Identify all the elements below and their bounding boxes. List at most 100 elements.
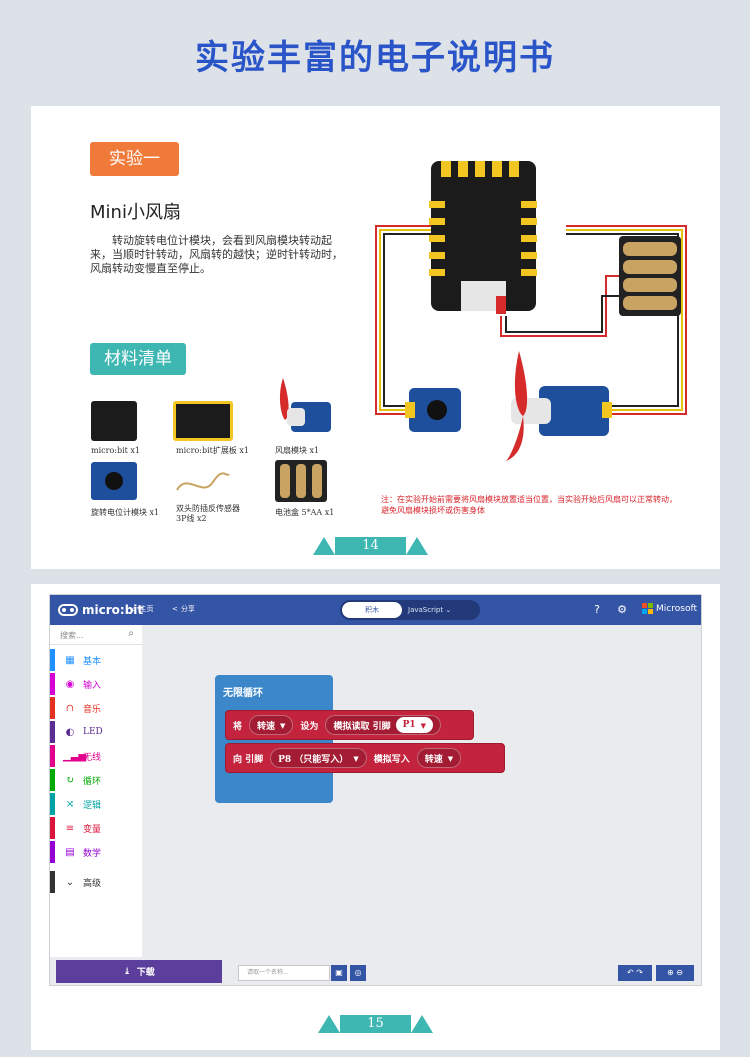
materials-tag: 材料清单 (90, 343, 186, 375)
toggle-icon: ◐ (65, 726, 75, 738)
experiment-tag: 实验一 (90, 142, 179, 176)
editor-toggle: 积木 JavaScript ⌄ (340, 600, 480, 620)
microsoft-logo[interactable]: Microsoft (642, 603, 697, 614)
caret-icon: ▼ (420, 720, 426, 730)
caret-icon: ▼ (280, 720, 286, 730)
write-pin-dropdown[interactable]: P8 （只能写入） ▼ (270, 748, 367, 768)
makecode-editor: micro:bit ⌂主页 <分享 积木 JavaScript ⌄ ? ⚙ Mi… (49, 594, 702, 986)
material-label-line2: 3P线 x2 (176, 514, 207, 523)
chevron-down-icon: ⌄ (445, 606, 452, 614)
grid-icon: ▦ (65, 654, 75, 666)
category-basic[interactable]: ▦ 基本 (50, 649, 142, 671)
material-label: 电池盒 5*AA x1 (275, 508, 335, 517)
page-title: 实验丰富的电子说明书 (195, 38, 555, 78)
microsoft-icon (642, 603, 654, 614)
signal-icon: ▁▃▅ (63, 750, 87, 762)
variable-dropdown[interactable]: 转速▼ (416, 748, 462, 768)
gear-icon[interactable]: ⚙ (617, 603, 627, 616)
category-led[interactable]: ◐ LED (50, 721, 142, 743)
category-logic[interactable]: ⤨逻辑 (50, 793, 142, 815)
microbit-board-icon (91, 401, 137, 441)
share-link[interactable]: <分享 (172, 604, 195, 614)
experiment-card: 实验一 Mini小风扇 转动旋转电位计模块，会看到风扇模块转动起来，当顺时针转动… (31, 106, 720, 569)
analog-write-label: 模拟写入 (373, 754, 410, 765)
blocks-tab[interactable]: 积木 (342, 602, 402, 618)
target-icon: ◉ (65, 678, 75, 690)
project-name-input[interactable]: 请取一个名称... (238, 965, 330, 981)
circuit-diagram (375, 161, 687, 461)
category-label: 数学 (83, 848, 102, 859)
write-pin-value: P8 （只能写入） (278, 754, 349, 765)
caret-icon: ▼ (447, 753, 454, 763)
category-variables[interactable]: ≡ 变量 (50, 817, 142, 839)
category-math[interactable]: ▤ 数学 (50, 841, 142, 863)
material-label: 风扇模块 x1 (275, 446, 320, 455)
pin-dropdown[interactable]: P1▼ (395, 717, 433, 733)
forever-label: 无限循环 (223, 688, 263, 699)
bottom-bar: ⤓ 下载 请取一个名称... ▣ ◎ ↶ ↷ ⊕ ⊖ (50, 957, 701, 985)
category-radio[interactable]: ▁▃▅无线 (50, 745, 142, 767)
caret-icon: ▼ (353, 753, 359, 763)
material-label: 双头防插反传感器 (176, 504, 240, 513)
category-label: LED (83, 727, 103, 737)
home-link[interactable]: ⌂主页 (132, 604, 153, 614)
category-label: 输入 (83, 680, 102, 691)
pin-prefix-label: 向 引脚 (233, 754, 264, 765)
makecode-card: micro:bit ⌂主页 <分享 积木 JavaScript ⌄ ? ⚙ Mi… (31, 584, 720, 1050)
home-icon: ⌂ (132, 605, 137, 613)
share-icon: < (172, 605, 178, 613)
page-number: 14 (362, 538, 379, 553)
logo-text: micro:bit (82, 603, 144, 617)
microbit-logo-icon (58, 604, 78, 616)
chevron-down-icon: ⌄ (65, 876, 75, 888)
category-label: 无线 (83, 752, 102, 763)
experiment-title: Mini小风扇 (90, 202, 181, 223)
page-number-badge: 15 (318, 1012, 433, 1036)
microbit-logo[interactable]: micro:bit (58, 602, 143, 618)
category-loops[interactable]: ↻ 循环 (50, 769, 142, 791)
category-input[interactable]: ◉ 输入 (50, 673, 142, 695)
download-label: 下载 (136, 968, 155, 978)
analog-write-block[interactable]: 向 引脚 P8 （只能写入） ▼ 模拟写入 转速▼ (225, 743, 505, 773)
material-label: micro:bit x1 (91, 446, 140, 455)
lines-icon: ≡ (65, 822, 75, 834)
toolbox: 搜索... ⌕ ▦ 基本 ◉ 输入 ∩ 音乐 ◐ LED ▁▃▅无线 ↻ 循环 ⤨逻辑 ≡… (50, 625, 142, 985)
undo-redo-button[interactable]: ↶ ↷ (618, 965, 652, 981)
github-icon[interactable]: ◎ (350, 965, 366, 981)
category-label: 音乐 (83, 704, 102, 715)
calculator-icon: ▤ (65, 846, 75, 858)
share-label: 分享 (180, 605, 195, 613)
home-label: 主页 (139, 605, 154, 613)
sensor-cable-icon (173, 468, 233, 498)
download-icon: ⤓ (123, 966, 131, 977)
analog-read-block[interactable]: 模拟读取 引脚 P1▼ (325, 715, 441, 735)
save-icon[interactable]: ▣ (331, 965, 347, 981)
toolbox-search[interactable]: 搜索... ⌕ (50, 625, 142, 645)
category-label: 逻辑 (83, 800, 102, 811)
experiment-description: 转动旋转电位计模块，会看到风扇模块转动起来，当顺时针转动，风扇转的越快；逆时针转… (90, 234, 343, 275)
javascript-tab[interactable]: JavaScript ⌄ (408, 602, 451, 618)
category-label: 高级 (83, 878, 102, 889)
warning-note: 注：在实验开始前需要将风扇模块放置适当位置，当实验开始后风扇可以正常转动，避免风… (381, 495, 677, 515)
material-label: 旋转电位计模块 x1 (91, 508, 160, 517)
download-button[interactable]: ⤓ 下载 (56, 960, 222, 983)
category-music[interactable]: ∩ 音乐 (50, 697, 142, 719)
category-advanced[interactable]: ⌄ 高级 (50, 871, 142, 893)
zoom-button[interactable]: ⊕ ⊖ (656, 965, 694, 981)
refresh-icon: ↻ (65, 774, 75, 786)
category-label: 循环 (83, 776, 102, 787)
expansion-board-icon (173, 401, 233, 441)
material-label: micro:bit扩展板 x1 (176, 446, 249, 455)
fan-module-icon (275, 376, 331, 440)
page-number-badge: 14 (313, 534, 428, 558)
category-label: 基本 (83, 656, 102, 667)
variable-dropdown[interactable]: 转速 ▼ (249, 715, 294, 735)
analog-read-label: 模拟读取 引脚 (333, 721, 391, 732)
to-label: 设为 (300, 721, 319, 732)
headphones-icon: ∩ (65, 702, 75, 714)
variable-name: 转速 (257, 721, 276, 732)
help-icon[interactable]: ? (594, 603, 600, 616)
category-label: 变量 (83, 824, 102, 835)
